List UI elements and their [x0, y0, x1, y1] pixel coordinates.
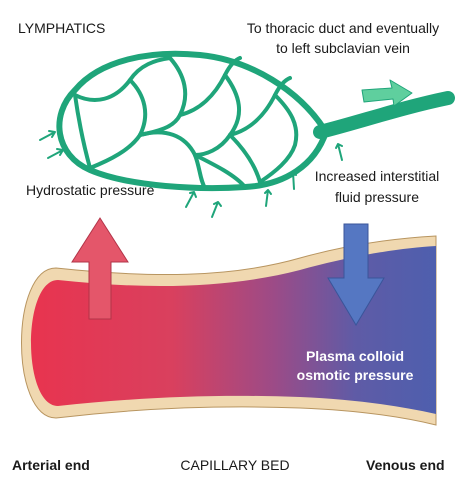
inflow-arrows	[39, 130, 343, 218]
lymphatic-capillaries	[73, 56, 299, 190]
lymphatic-outer-vessel	[56, 50, 329, 192]
interstitial-pressure-label-line1: Increased interstitial	[314, 168, 440, 184]
lymphatic-trunk	[313, 91, 455, 139]
thoracic-duct-label-line2: to left subclavian vein	[276, 40, 410, 56]
colloid-arrow	[327, 223, 385, 326]
interstitial-pressure-label-line2: fluid pressure	[334, 189, 420, 205]
venous-end-label: Venous end	[366, 457, 445, 473]
thoracic-duct-label-line1: To thoracic duct and eventually	[246, 20, 440, 36]
hydrostatic-pressure-label: Hydrostatic pressure	[26, 182, 155, 198]
hydrostatic-arrow	[71, 217, 129, 320]
arterial-end-label: Arterial end	[12, 457, 90, 473]
lymphatic-network	[39, 50, 455, 218]
capillary-vessel	[21, 235, 437, 426]
outflow-arrow	[361, 79, 413, 107]
capillary-bed-label: CAPILLARY BED	[180, 457, 290, 473]
lymphatics-title: LYMPHATICS	[18, 20, 106, 36]
colloid-pressure-label-line1: Plasma colloid	[305, 348, 405, 364]
colloid-pressure-label-line2: osmotic pressure	[296, 367, 414, 383]
